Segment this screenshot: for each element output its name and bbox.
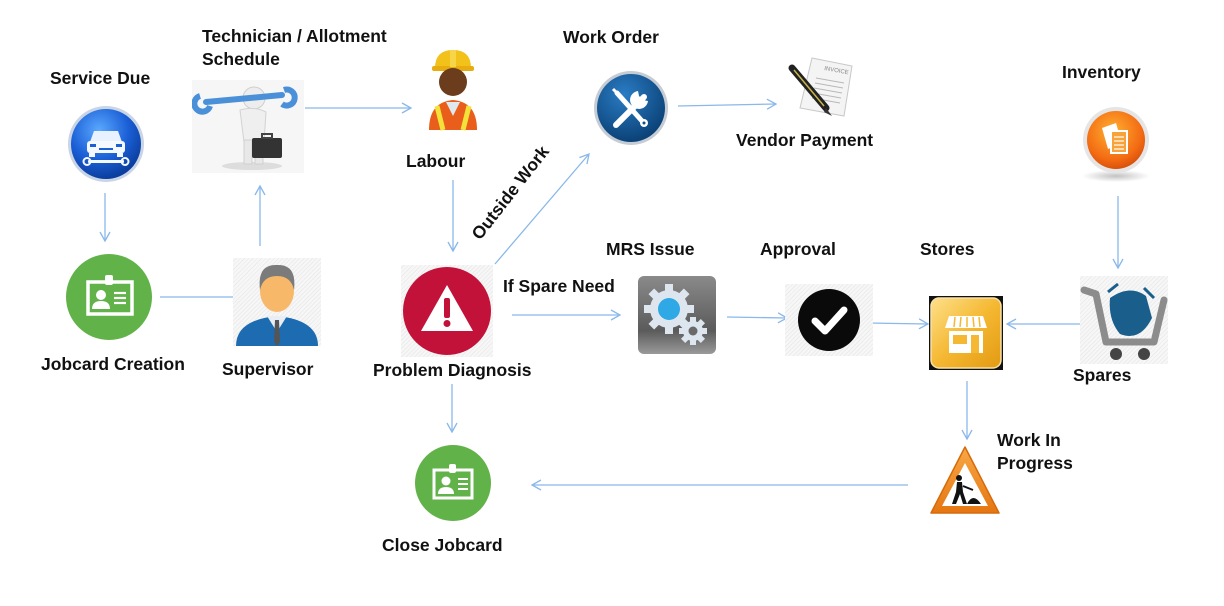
supervisor-person-icon[interactable] — [233, 258, 321, 346]
arrow-workorder-to-vendor — [677, 98, 778, 110]
id-card-icon[interactable] — [414, 444, 492, 522]
node-label-jobcard-creation: Jobcard Creation — [41, 354, 185, 374]
documents-orange-icon[interactable] — [1076, 104, 1156, 184]
arrow-mrs-to-approval — [726, 312, 789, 324]
node-label-spares: Spares — [1073, 365, 1132, 385]
storefront-icon[interactable] — [929, 296, 1003, 370]
warning-triangle-icon[interactable] — [401, 265, 493, 357]
node-label-wip-line2: Progress — [997, 453, 1073, 473]
node-label-approval: Approval — [760, 239, 836, 259]
construction-worker-icon[interactable] — [425, 46, 481, 131]
node-label-technician-line1: Technician / Allotment — [202, 26, 387, 46]
node-label-mrs-issue: MRS Issue — [606, 239, 695, 259]
node-label-wip-line1: Work In — [997, 430, 1061, 450]
node-label-work-order: Work Order — [563, 27, 659, 47]
checkmark-icon[interactable] — [785, 284, 873, 356]
arrow-approval-to-stores — [867, 318, 930, 330]
node-label-close-jobcard: Close Jobcard — [382, 535, 503, 555]
node-label-vendor-payment: Vendor Payment — [736, 130, 874, 150]
arrow-diagnosis-to-workorder — [494, 152, 590, 265]
node-label-inventory: Inventory — [1062, 62, 1141, 82]
node-label-labour: Labour — [406, 151, 466, 171]
id-card-icon[interactable] — [65, 253, 153, 341]
technician-wrench-icon[interactable] — [191, 80, 304, 173]
car-service-icon[interactable] — [66, 104, 146, 184]
tools-wrench-screwdriver-icon[interactable] — [592, 69, 670, 147]
node-label-service-due: Service Due — [50, 68, 151, 88]
node-label-supervisor: Supervisor — [222, 359, 314, 379]
roadwork-sign-icon[interactable] — [929, 444, 1001, 516]
edge-label-if-spare-need: If Spare Need — [503, 276, 615, 296]
svg-text:INVOICE: INVOICE — [824, 66, 849, 76]
node-label-problem-diagnosis: Problem Diagnosis — [373, 360, 532, 380]
invoice-pen-icon[interactable]: INVOICE — [786, 52, 858, 124]
gears-icon[interactable] — [637, 275, 717, 355]
node-label-stores: Stores — [920, 239, 975, 259]
cart-icon[interactable] — [1080, 276, 1168, 364]
node-label-technician-line2: Schedule — [202, 49, 280, 69]
